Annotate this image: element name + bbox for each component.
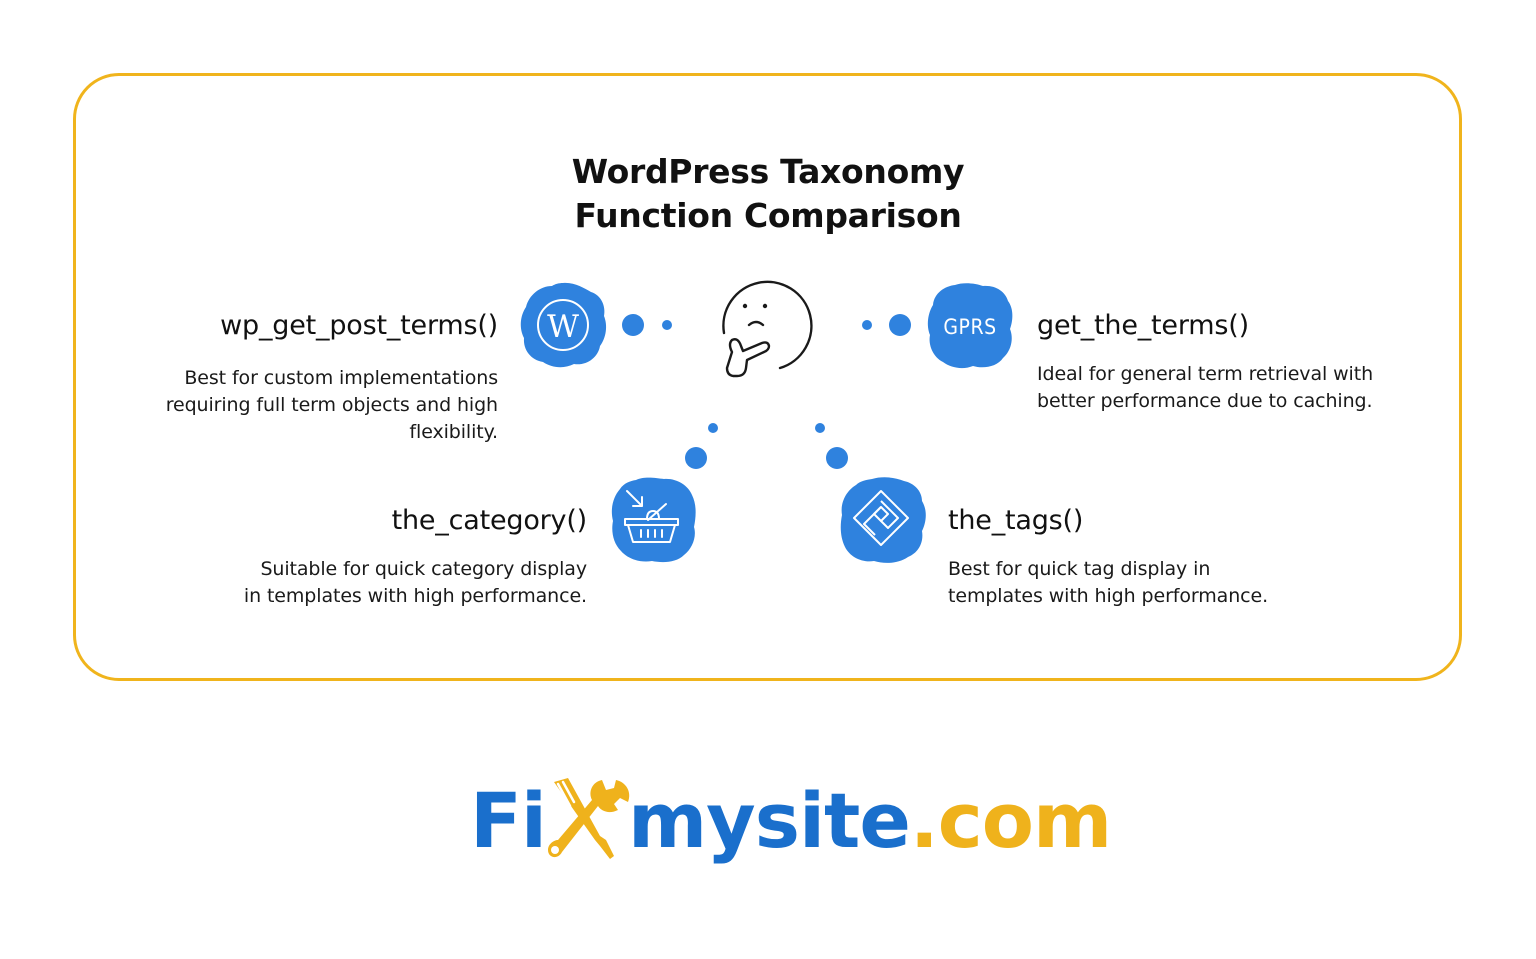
function-name-the-category: the_category() bbox=[391, 505, 588, 536]
page-title: WordPress Taxonomy Function Comparison bbox=[0, 150, 1536, 238]
title-line-2: Function Comparison bbox=[574, 196, 962, 235]
fixmysite-logo[interactable]: Fi mysite .com bbox=[470, 770, 1112, 870]
connector-dot bbox=[889, 314, 911, 336]
logo-text-mysite: mysite bbox=[627, 775, 911, 865]
connector-dot bbox=[662, 320, 672, 330]
svg-text:W: W bbox=[547, 309, 579, 345]
connector-dot bbox=[708, 423, 718, 433]
function-name-wp-get-post-terms: wp_get_post_terms() bbox=[220, 310, 498, 341]
svg-text:GPRS: GPRS bbox=[943, 315, 996, 339]
connector-dot bbox=[815, 423, 825, 433]
connector-dot bbox=[862, 320, 872, 330]
thinking-face-icon bbox=[722, 280, 813, 378]
function-desc-get-the-terms: Ideal for general term retrieval with be… bbox=[1037, 363, 1374, 412]
function-desc-the-tags: Best for quick tag display in templates … bbox=[948, 558, 1269, 607]
wordpress-logo-icon: W bbox=[520, 282, 607, 368]
logo-text-com: .com bbox=[909, 775, 1112, 865]
gprs-text-icon: GPRS bbox=[927, 283, 1013, 369]
title-line-1: WordPress Taxonomy bbox=[571, 152, 965, 191]
diamond-tag-icon bbox=[840, 477, 926, 563]
connector-dot bbox=[622, 314, 644, 336]
shopping-basket-icon bbox=[611, 477, 696, 563]
wrench-screwdriver-icon bbox=[547, 778, 630, 859]
function-desc-wp-get-post-terms: Best for custom implementations requirin… bbox=[165, 367, 498, 443]
function-desc-the-category: Suitable for quick category display in t… bbox=[243, 558, 587, 607]
comparison-card-frame bbox=[73, 73, 1462, 681]
logo-text-fi: Fi bbox=[470, 775, 547, 865]
function-name-the-tags: the_tags() bbox=[948, 505, 1084, 536]
function-name-get-the-terms: get_the_terms() bbox=[1037, 310, 1249, 341]
connector-dot bbox=[826, 447, 848, 469]
connector-dot bbox=[685, 447, 707, 469]
